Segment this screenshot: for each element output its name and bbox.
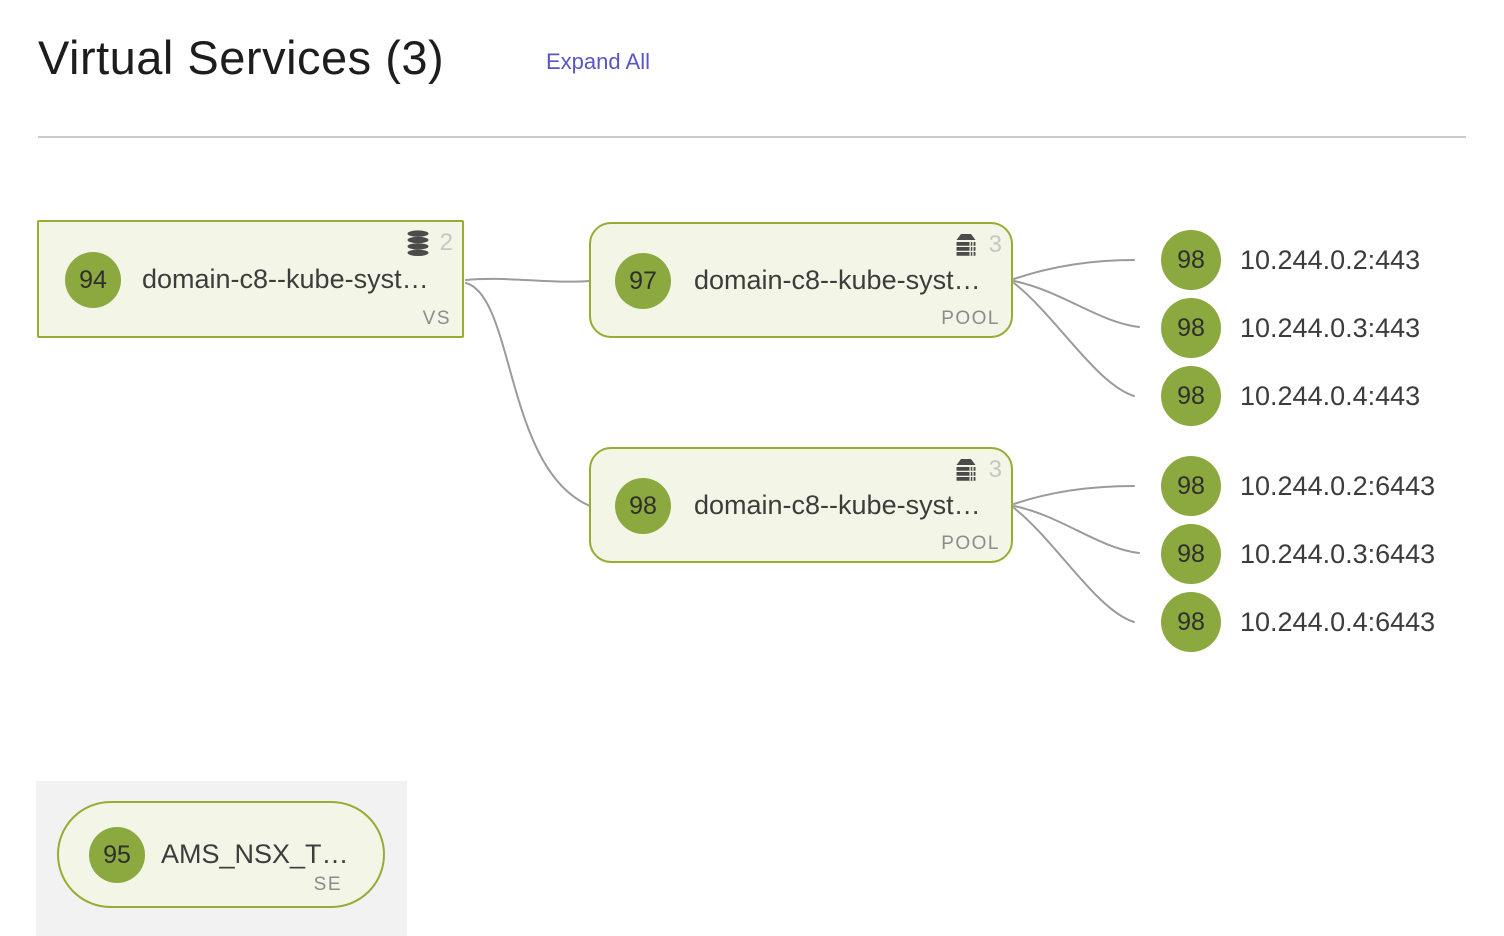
se-panel: 95 AMS_NSX_T… SE xyxy=(36,781,407,936)
pool-node[interactable]: 98 domain-c8--kube-syst… 3 POOL xyxy=(589,447,1013,563)
server-health-badge: 98 xyxy=(1161,592,1221,652)
node-type-label: POOL xyxy=(941,308,1000,329)
connector-line xyxy=(1013,259,1135,280)
section-divider xyxy=(38,136,1466,138)
pool-icon-count: 3 xyxy=(953,456,1002,484)
server-rack-icon xyxy=(956,459,976,481)
connector-line xyxy=(1013,485,1135,505)
pool-server-count: 3 xyxy=(988,456,1002,483)
connector-line xyxy=(1013,280,1140,328)
server-address: 10.244.0.3:6443 xyxy=(1240,538,1436,569)
pool-icon-count: 3 xyxy=(953,231,1002,259)
vs-icon-count: 2 xyxy=(406,229,453,257)
se-node[interactable]: 95 AMS_NSX_T… SE xyxy=(57,801,385,908)
server-row[interactable]: 98 10.244.0.2:443 xyxy=(1161,230,1420,290)
server-health-badge: 98 xyxy=(1161,366,1221,426)
se-node-label: AMS_NSX_T… xyxy=(161,839,349,869)
health-score-badge: 95 xyxy=(89,827,145,883)
health-score-badge: 97 xyxy=(615,253,671,309)
server-rack-icon xyxy=(956,234,976,256)
connector-line xyxy=(465,277,591,283)
connector-line xyxy=(1013,507,1135,623)
node-type-label: VS xyxy=(422,308,451,329)
server-address: 10.244.0.2:6443 xyxy=(1240,470,1436,501)
health-score-badge: 98 xyxy=(615,478,671,534)
page-title: Virtual Services (3) xyxy=(38,31,445,84)
server-address: 10.244.0.2:443 xyxy=(1240,244,1421,275)
node-type-label: SE xyxy=(313,874,342,895)
pool-node[interactable]: 97 domain-c8--kube-syst… 3 POOL xyxy=(589,222,1013,338)
vs-node[interactable]: 94 domain-c8--kube-syst… 2 VS xyxy=(37,220,464,338)
pool-node-label: domain-c8--kube-syst… xyxy=(694,264,981,295)
node-type-label: POOL xyxy=(941,533,1000,554)
server-address: 10.244.0.3:443 xyxy=(1240,312,1421,343)
connector-line xyxy=(1013,505,1140,554)
server-health-badge: 98 xyxy=(1161,456,1221,516)
connector-line xyxy=(1013,282,1135,397)
vs-child-count: 2 xyxy=(439,229,453,256)
server-row[interactable]: 98 10.244.0.3:6443 xyxy=(1161,524,1435,584)
vs-node-label: domain-c8--kube-syst… xyxy=(142,263,429,294)
server-row[interactable]: 98 10.244.0.3:443 xyxy=(1161,298,1420,358)
database-icon xyxy=(407,230,429,256)
server-health-badge: 98 xyxy=(1161,230,1221,290)
connector-line xyxy=(465,282,591,507)
server-address: 10.244.0.4:443 xyxy=(1240,380,1421,411)
health-score-badge: 94 xyxy=(65,252,121,308)
server-address: 10.244.0.4:6443 xyxy=(1240,606,1436,637)
server-health-badge: 98 xyxy=(1161,298,1221,358)
pool-node-label: domain-c8--kube-syst… xyxy=(694,489,981,520)
server-row[interactable]: 98 10.244.0.4:6443 xyxy=(1161,592,1435,652)
expand-all-link[interactable]: Expand All xyxy=(546,49,650,74)
pool-server-count: 3 xyxy=(988,231,1002,258)
server-row[interactable]: 98 10.244.0.2:6443 xyxy=(1161,456,1435,516)
server-health-badge: 98 xyxy=(1161,524,1221,584)
server-row[interactable]: 98 10.244.0.4:443 xyxy=(1161,366,1420,426)
